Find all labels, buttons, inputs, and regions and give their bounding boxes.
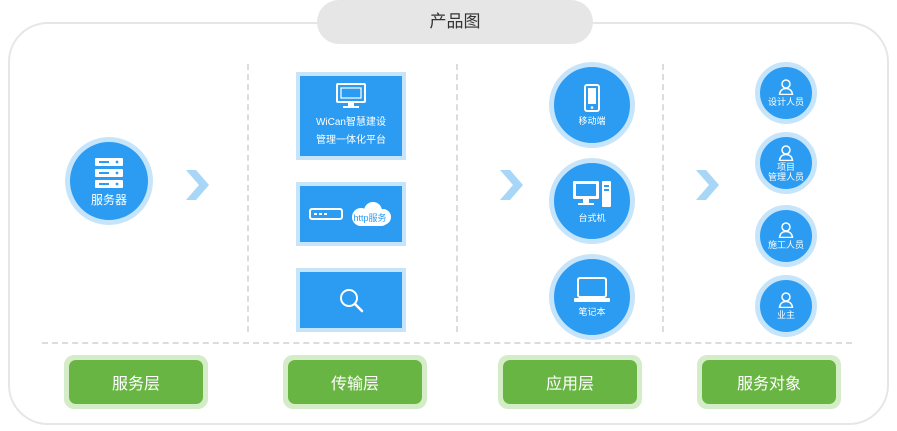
divider-3 [662, 64, 664, 332]
layer-service-label: 服务层 [69, 360, 203, 404]
user-builder: 施工人员 [755, 205, 817, 267]
platform-label-line2: 管理一体化平台 [316, 135, 386, 146]
http-label: http服务 [353, 213, 387, 223]
layer-transport: 传输层 [283, 355, 427, 409]
person-icon [778, 144, 794, 161]
arrow-right-icon [186, 170, 209, 200]
server-icon [95, 157, 123, 188]
arrow-right-icon [500, 170, 523, 200]
user-project-manager-label-1: 项目 [776, 161, 795, 172]
server-node: 服务器 [65, 137, 153, 225]
user-designer-label: 设计人员 [767, 96, 804, 107]
desktop-label: 台式机 [578, 212, 606, 223]
user-project-manager: 项目 管理人员 [755, 132, 817, 194]
arrow-right-icon [696, 170, 719, 200]
layer-service-targets-label: 服务对象 [702, 360, 836, 404]
http-service-box: http服务 [296, 182, 406, 246]
laptop-node: 笔记本 [549, 254, 635, 340]
platform-box: WiCan智慧建设 管理一体化平台 [296, 72, 406, 160]
user-owner: 业主 [755, 275, 817, 337]
layer-transport-label: 传输层 [288, 360, 422, 404]
person-icon [778, 291, 794, 308]
layer-application-label: 应用层 [503, 360, 637, 404]
person-icon [778, 221, 794, 238]
desktop-node: 台式机 [549, 158, 635, 244]
divider-2 [456, 64, 458, 332]
user-builder-label: 施工人员 [767, 239, 804, 250]
layer-application: 应用层 [498, 355, 642, 409]
divider-horizontal [42, 342, 852, 344]
laptop-label: 笔记本 [578, 306, 606, 317]
layer-service-targets: 服务对象 [697, 355, 841, 409]
server-label: 服务器 [90, 192, 127, 207]
platform-label-line1: WiCan智慧建设 [315, 117, 386, 128]
router-icon [309, 208, 343, 220]
cloud-icon [352, 202, 391, 226]
mobile-node: 移动端 [549, 62, 635, 148]
search-icon [340, 289, 364, 313]
divider-1 [247, 64, 249, 332]
user-owner-label: 业主 [776, 309, 795, 320]
diagram-title: 产品图 [317, 0, 593, 44]
user-project-manager-label-2: 管理人员 [767, 171, 804, 182]
layer-service: 服务层 [64, 355, 208, 409]
user-designer: 设计人员 [755, 62, 817, 124]
mobile-label: 移动端 [578, 115, 606, 126]
laptop-icon [574, 276, 610, 302]
cloud-badge: http服务 [347, 201, 393, 227]
monitor-icon [336, 83, 366, 108]
desktop-icon [573, 180, 611, 207]
search-box [296, 268, 406, 332]
person-icon [778, 78, 794, 95]
phone-icon [584, 83, 600, 112]
